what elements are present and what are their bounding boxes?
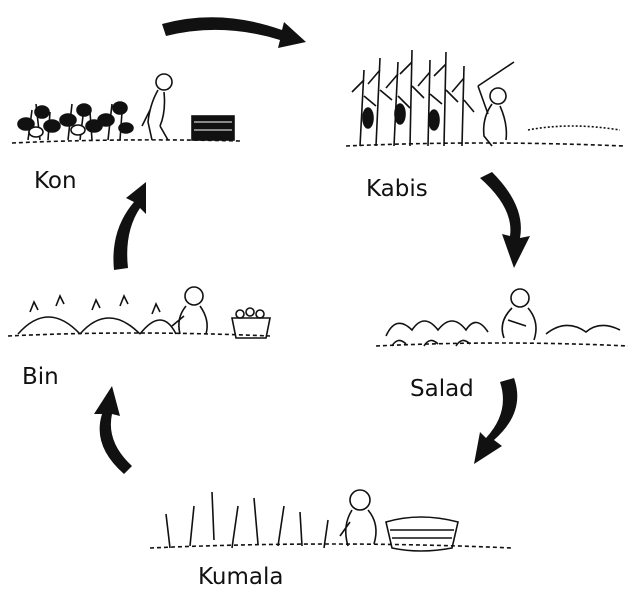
kumala-sprout-icon xyxy=(165,491,329,549)
farmer-icon xyxy=(171,286,208,335)
maize-plant-icon xyxy=(351,49,475,147)
bean-plant-icon xyxy=(29,294,161,315)
kon-harvest-illustration xyxy=(11,73,241,144)
cut-stalks-icon xyxy=(527,125,621,131)
arrow-kabis-to-salad-icon xyxy=(480,172,530,268)
arrow-kon-to-kabis-icon xyxy=(162,17,306,48)
arrow-salad-to-kumala-icon xyxy=(474,378,518,464)
kumala-field-illustration xyxy=(149,489,513,552)
kabis-field-illustration xyxy=(345,49,625,147)
salad-field-illustration xyxy=(375,288,629,347)
soil-mound-icon xyxy=(17,316,177,335)
lettuce-icon xyxy=(385,320,489,347)
cycle-arrows xyxy=(94,17,530,474)
arrow-kumala-to-bin-icon xyxy=(94,386,132,474)
leafy-plant-icon xyxy=(17,103,61,141)
stage-label-bin: Bin xyxy=(22,364,59,390)
bin-harvest-illustration xyxy=(7,286,271,339)
harvested-greens-icon xyxy=(545,324,621,335)
basket-icon xyxy=(231,307,271,339)
stage-label-kabis: Kabis xyxy=(366,176,428,202)
stage-label-kumala: Kumala xyxy=(198,564,284,590)
basket-icon xyxy=(385,516,459,552)
stage-label-kon: Kon xyxy=(34,168,77,194)
farmer-icon xyxy=(339,489,377,547)
farmer-icon xyxy=(501,288,537,341)
arrow-bin-to-kon-icon xyxy=(113,182,146,270)
leafy-plant-icon xyxy=(97,101,134,141)
stage-label-salad: Salad xyxy=(410,376,474,402)
leafy-plant-icon xyxy=(59,103,103,141)
crate-icon xyxy=(191,115,235,141)
farmer-icon xyxy=(141,73,173,141)
farmer-with-hoe-icon xyxy=(477,61,515,147)
